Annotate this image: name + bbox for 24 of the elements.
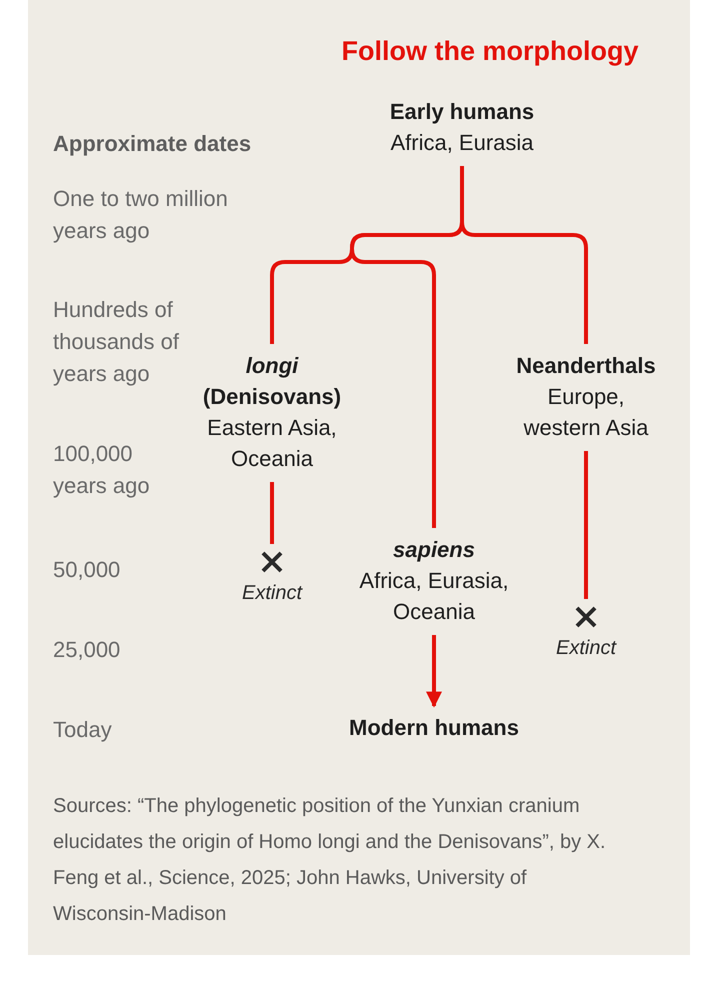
region-text: Europe, western Asia: [522, 383, 650, 442]
date-label: Today: [53, 716, 113, 744]
date-label: One to two million years ago: [53, 185, 229, 245]
species-name: Early humans: [390, 98, 534, 126]
source-note: Sources: “The phylogenetic position of the Yunxian cranium elucidates the origin of Homo longi and the Denisovans”, by X. Feng et al., Science, 2025; John Hawks, University of Wisconsin-Madison: [53, 794, 607, 927]
branch-line: [460, 166, 588, 344]
species-name: Neanderthals: [516, 352, 656, 380]
date-label: 25,000: [53, 636, 122, 664]
branch-line: [426, 635, 442, 708]
branch-line: [270, 482, 274, 544]
species-name: longi (Denisovans): [202, 352, 342, 411]
status-note: Extinct: [554, 636, 618, 661]
chart-title: Follow the morphology: [340, 36, 640, 67]
date-label: 100,000 years ago: [53, 440, 151, 500]
species-name: sapiens: [393, 536, 475, 564]
status-note: Extinct: [240, 581, 304, 606]
date-label: Hundreds of thousands of years ago: [53, 296, 180, 388]
axis-heading: Approximate dates: [53, 130, 252, 158]
branch-line: [584, 451, 588, 599]
date-label: 50,000: [53, 556, 122, 584]
region-text: Africa, Eurasia: [390, 129, 534, 157]
species-name: Modern humans: [349, 714, 519, 742]
region-text: Africa, Eurasia, Oceania: [358, 567, 510, 626]
region-text: Eastern Asia, Oceania: [206, 414, 338, 473]
